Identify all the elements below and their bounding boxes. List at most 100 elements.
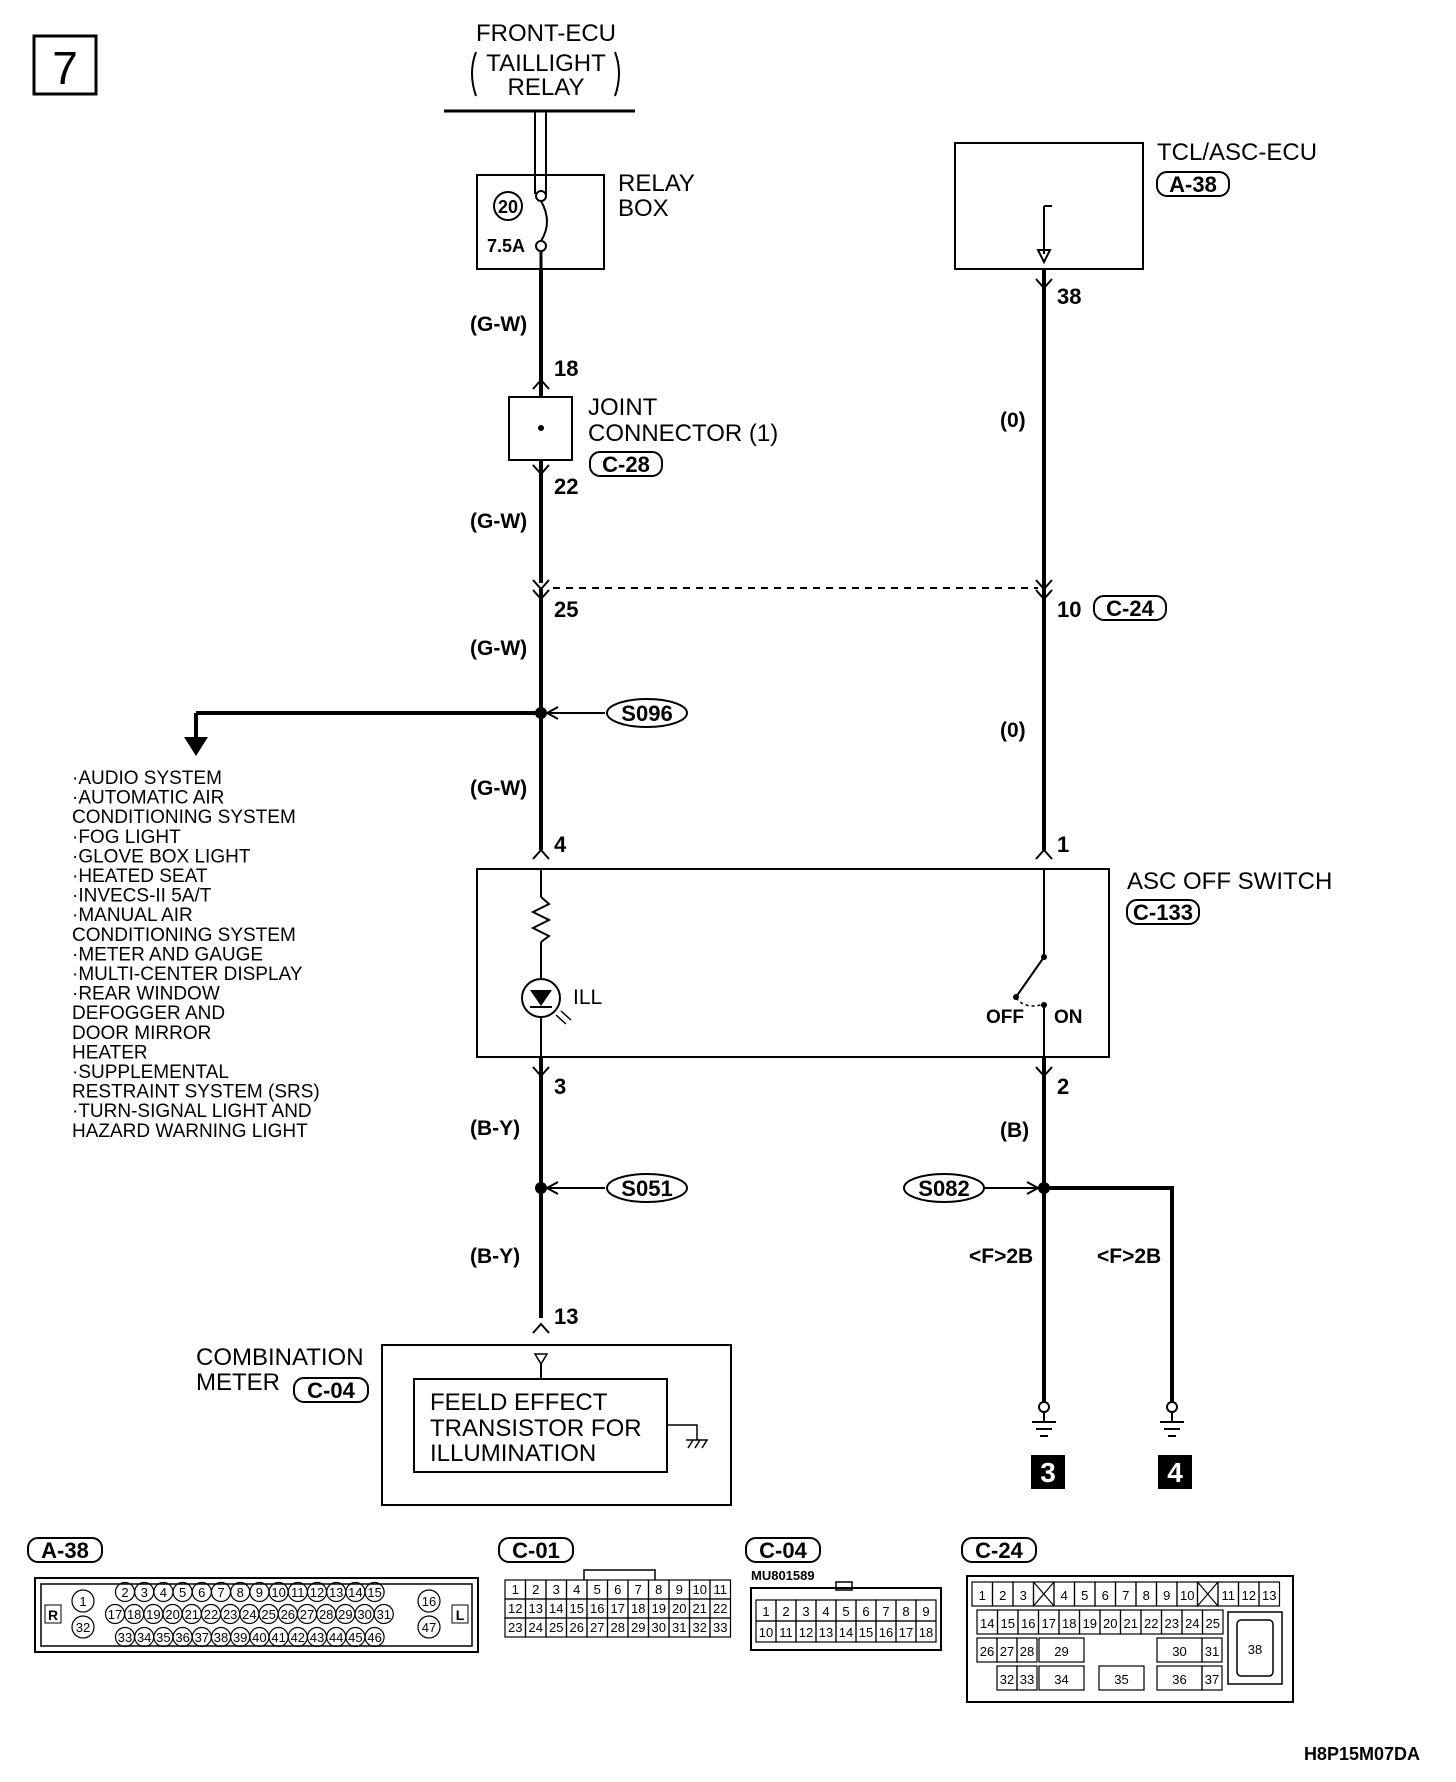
c01-pin-label: 27 xyxy=(590,1620,604,1635)
a38-pin-label: 37 xyxy=(195,1630,209,1645)
c01-pin-label: 22 xyxy=(713,1601,727,1616)
c01-pin-label: 23 xyxy=(508,1620,522,1635)
c01-pin-label: 20 xyxy=(672,1601,686,1616)
a38-pin-label: 15 xyxy=(367,1585,381,1600)
c04-tag-box xyxy=(293,1377,369,1403)
c01-pin xyxy=(709,1617,732,1638)
c01-pin-label: 6 xyxy=(614,1582,621,1597)
splice-s082-tag: S082 xyxy=(918,1176,969,1201)
pin-22: 22 xyxy=(554,474,578,499)
c24-tag-box xyxy=(1093,595,1167,621)
c24-pin-label: 31 xyxy=(1205,1644,1219,1659)
c01-pin-label: 5 xyxy=(594,1582,601,1597)
c24-pin xyxy=(1201,1665,1223,1691)
ill-label: ILL xyxy=(573,986,602,1009)
a38-pin-label: 25 xyxy=(261,1607,275,1622)
c24-pin-label: 9 xyxy=(1163,1588,1170,1603)
a38-pin-label: 9 xyxy=(256,1585,263,1600)
c24-pin-label: 15 xyxy=(1001,1616,1015,1631)
on-label: ON xyxy=(1054,1007,1083,1028)
source-relay-line2: RELAY xyxy=(508,74,585,101)
c04-pin-label: 15 xyxy=(859,1625,873,1640)
ground-4-label: 4 xyxy=(1167,1457,1183,1488)
fet-label-3: ILLUMINATION xyxy=(430,1440,596,1467)
c01-pin-label: 29 xyxy=(631,1620,645,1635)
wire-color-by-2: (B-Y) xyxy=(470,1245,520,1268)
branch-list-item: HAZARD WARNING LIGHT xyxy=(72,1121,308,1142)
ground-badge-3 xyxy=(1031,1455,1065,1489)
c24-pin xyxy=(1038,1665,1085,1691)
c24-pin-label: 13 xyxy=(1262,1588,1276,1603)
a38-connector-view xyxy=(34,1577,479,1653)
c24-pin-label: 23 xyxy=(1165,1616,1179,1631)
c24-pin xyxy=(1038,1637,1085,1663)
a38-pin-label: 40 xyxy=(252,1630,266,1645)
a38-side-r: R xyxy=(48,1607,58,1623)
c01-pin-label: 32 xyxy=(693,1620,707,1635)
a38-pin-label: 1 xyxy=(79,1594,86,1609)
branch-list-item: CONDITIONING SYSTEM xyxy=(72,925,296,946)
c24-pin-label: 16 xyxy=(1021,1616,1035,1631)
ground-badge-4 xyxy=(1158,1455,1192,1489)
c01-pin-label: 28 xyxy=(611,1620,625,1635)
a38-pin-label: 6 xyxy=(198,1585,205,1600)
c133-tag: C-133 xyxy=(1133,900,1193,925)
a38-pin-label: 17 xyxy=(108,1607,122,1622)
branch-list-item: CONDITIONING SYSTEM xyxy=(72,807,296,828)
c01-pin-label: 31 xyxy=(672,1620,686,1635)
splice-s096-tag: S096 xyxy=(621,701,672,726)
a38-pin-label: 29 xyxy=(338,1607,352,1622)
fuse-rating: 7.5A xyxy=(487,236,525,256)
wire-color-gw-4: (G-W) xyxy=(470,777,527,800)
a38-pin-label: 36 xyxy=(175,1630,189,1645)
c01-view-tag-box xyxy=(498,1537,574,1563)
a38-pin-label: 18 xyxy=(127,1607,141,1622)
c24-pin-label: 12 xyxy=(1242,1588,1256,1603)
wire-color-o-1: (0) xyxy=(1000,409,1026,432)
c24-pin-label: 6 xyxy=(1102,1588,1109,1603)
off-label: OFF xyxy=(986,1007,1024,1028)
c01-pin-label: 8 xyxy=(655,1582,662,1597)
c01-pin-label: 19 xyxy=(652,1601,666,1616)
c28-tag-box xyxy=(589,451,663,477)
splice-s051-tag: S051 xyxy=(621,1176,672,1201)
pin-10: 10 xyxy=(1057,597,1081,622)
wire-color-b: (B) xyxy=(1000,1119,1029,1142)
c01-pin-label: 2 xyxy=(532,1582,539,1597)
c04-pin-label: 1 xyxy=(762,1604,769,1619)
pin-13: 13 xyxy=(554,1304,578,1329)
c24-pin xyxy=(1227,1611,1283,1685)
branch-list-item: DOOR MIRROR xyxy=(72,1023,211,1044)
branch-arrow-icon xyxy=(184,737,208,756)
joint-connector-label-2: CONNECTOR (1) xyxy=(588,420,778,447)
source-title: FRONT-ECU xyxy=(476,20,616,47)
c04-pin-label: 3 xyxy=(802,1604,809,1619)
c04-pin-label: 12 xyxy=(799,1625,813,1640)
fuse-number: 20 xyxy=(498,197,518,217)
c01-pin-label: 7 xyxy=(635,1582,642,1597)
a38-pin-label: 22 xyxy=(204,1607,218,1622)
c04-pin xyxy=(915,1620,937,1643)
a38-pin-label: 32 xyxy=(76,1620,90,1635)
c04-view-tag: C-04 xyxy=(759,1538,807,1563)
a38-pin-label: 19 xyxy=(146,1607,160,1622)
c24-pin-label: 21 xyxy=(1124,1616,1138,1631)
c24-pin-label: 35 xyxy=(1114,1672,1128,1687)
a38-pin-label: 3 xyxy=(141,1585,148,1600)
c24-pin xyxy=(1201,1609,1224,1635)
c01-pin-label: 10 xyxy=(693,1582,707,1597)
a38-pin-label: 24 xyxy=(242,1607,256,1622)
pin-3: 3 xyxy=(554,1074,566,1099)
a38-pin-label: 35 xyxy=(156,1630,170,1645)
branch-list-item: ·REAR WINDOW xyxy=(72,984,220,1005)
branch-list-item: ·AUTOMATIC AIR xyxy=(72,788,224,809)
a38-pin-label: 45 xyxy=(348,1630,362,1645)
c04-pin-label: 14 xyxy=(839,1625,853,1640)
c24-pin-label: 10 xyxy=(1180,1588,1194,1603)
a38-pin-label: 28 xyxy=(319,1607,333,1622)
a38-pin-label: 46 xyxy=(367,1630,381,1645)
ground-3-label: 3 xyxy=(1040,1457,1056,1488)
a38-pin-label: 20 xyxy=(165,1607,179,1622)
c24-pin-label: 34 xyxy=(1054,1672,1068,1687)
